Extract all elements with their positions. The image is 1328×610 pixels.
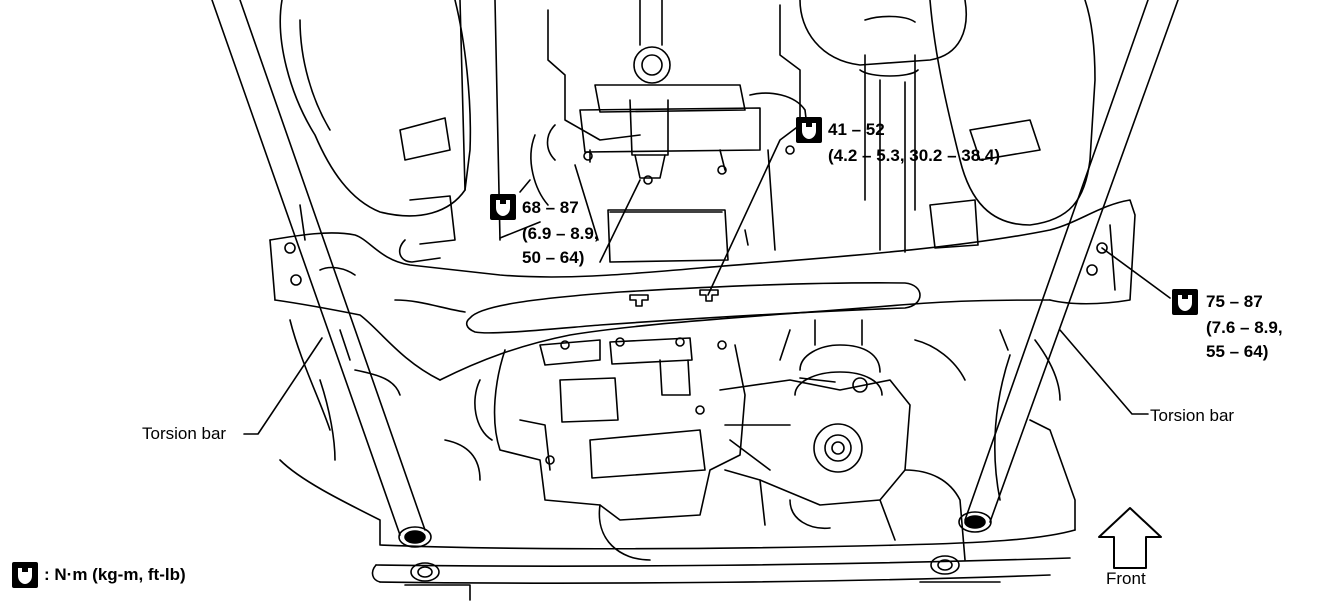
upper-left-component — [279, 0, 501, 263]
torsion-bar-left-label: Torsion bar — [142, 424, 227, 443]
torque-label-75-87-line1: 75 – 87 — [1206, 292, 1263, 311]
torque-label-68-87-line2: (6.9 – 8.9, — [522, 224, 599, 243]
torque-label-75-87-line3: 55 – 64) — [1206, 342, 1269, 361]
center-support-bracket — [530, 0, 809, 263]
torque-wrench-icon — [490, 194, 516, 220]
lower-frame — [269, 204, 1076, 601]
torque-wrench-icon — [796, 117, 822, 143]
torque-unit-legend: : N·m (kg-m, ft-lb) — [44, 565, 186, 584]
torque-label-68-87-line3: 50 – 64) — [522, 248, 585, 267]
torque-label-41-52-line1: 41 – 52 — [828, 120, 885, 139]
crossmember — [269, 199, 1136, 381]
front-label: Front — [1106, 569, 1146, 588]
torque-wrench-icon — [12, 562, 38, 588]
front-differential — [719, 319, 1011, 561]
leader-lines — [243, 124, 1171, 435]
torque-label-75-87-line2: (7.6 – 8.9, — [1206, 318, 1283, 337]
torsion-bar-right-label: Torsion bar — [1150, 406, 1235, 425]
transfer-case — [474, 337, 746, 561]
torsion-bar-right-rod — [958, 0, 1179, 533]
front-arrow-icon — [1098, 507, 1162, 569]
upper-right-component — [799, 0, 1096, 253]
torque-label-68-87-line1: 68 – 87 — [522, 198, 579, 217]
torque-label-41-52-line2: (4.2 – 5.3, 30.2 – 38.4) — [828, 146, 1001, 165]
torsion-bar-left-rod — [211, 0, 432, 548]
torque-wrench-icon — [1172, 289, 1198, 315]
